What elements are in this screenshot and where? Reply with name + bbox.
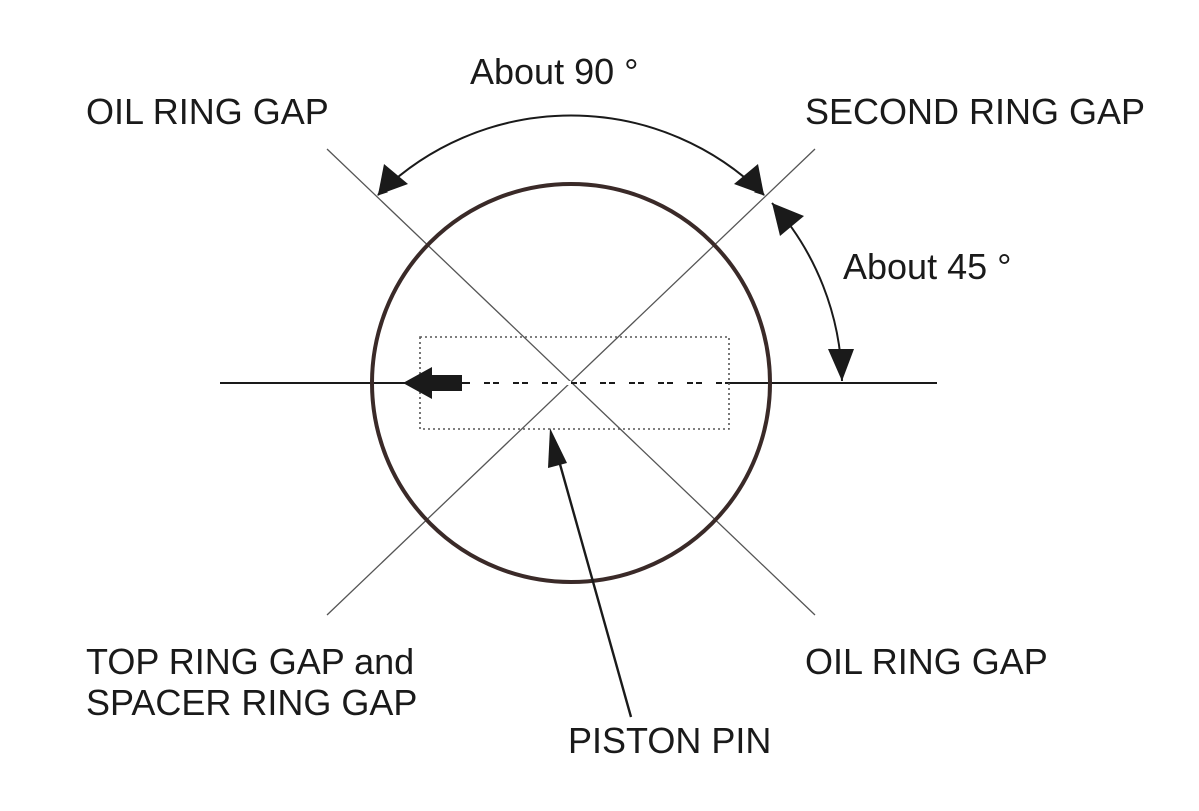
label-top-ring-gap-line1: TOP RING GAP and (86, 641, 415, 682)
piston-outline-circle (370, 182, 772, 584)
label-oil-ring-gap-top: OIL RING GAP (86, 91, 329, 132)
angle-90-arc (377, 114, 765, 196)
label-about-90: About 90 ° (470, 51, 639, 92)
label-piston-pin: PISTON PIN (568, 720, 772, 761)
label-oil-ring-gap-bottom: OIL RING GAP (805, 641, 1048, 682)
angle-45-bottom-arrowhead (828, 349, 854, 381)
angle-90-left-arrowhead (378, 164, 408, 195)
piston-pin-leader-arrowhead (548, 428, 567, 468)
piston-pin-leader-line (554, 449, 633, 718)
angle-90-right-arrowhead (734, 164, 764, 195)
label-about-45: About 45 ° (843, 246, 1012, 287)
angle-45-top-arrowhead (772, 203, 804, 236)
label-top-ring-gap-line2: SPACER RING GAP (86, 682, 418, 723)
front-mark-arrow (403, 367, 462, 399)
label-second-ring-gap: SECOND RING GAP (805, 91, 1146, 132)
